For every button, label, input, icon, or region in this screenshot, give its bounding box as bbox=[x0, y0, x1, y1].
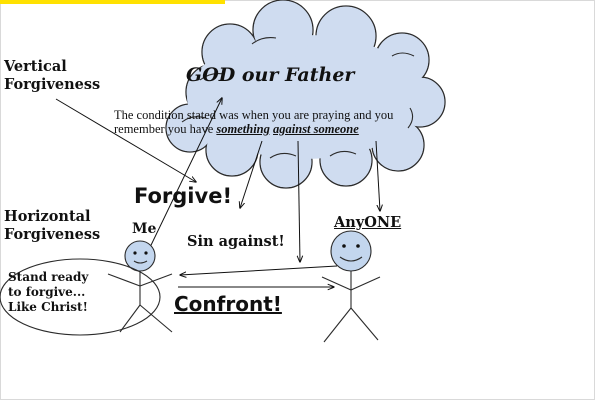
me-to-god-arrow bbox=[139, 98, 222, 269]
me-label: Me bbox=[132, 221, 157, 237]
confront-label: Confront! bbox=[174, 292, 282, 316]
sin-against-label: Sin against! bbox=[187, 233, 285, 250]
arrows bbox=[55, 98, 380, 287]
forgive-label: Forgive! bbox=[134, 184, 233, 208]
horizontal-forgiveness-label: Horizontal Forgiveness bbox=[4, 208, 100, 244]
stand-ready-note: Stand ready to forgive... Like Christ! bbox=[8, 270, 88, 315]
condition-line-1: The condition stated was when you are pr… bbox=[114, 108, 394, 122]
horizontal-label-line-2: Forgiveness bbox=[4, 226, 101, 243]
vertical-forgiveness-label: Vertical Forgiveness bbox=[4, 58, 100, 94]
condition-emphasis-against-someone: against someone bbox=[273, 122, 359, 136]
vertical-forgiveness-arrow bbox=[55, 98, 196, 182]
stand-ready-line-3: Like Christ! bbox=[8, 300, 88, 314]
condition-emphasis-something: something bbox=[216, 122, 270, 136]
cloud-title: GOD our Father bbox=[186, 64, 355, 86]
vertical-label-line-2: Forgiveness bbox=[4, 76, 101, 93]
condition-line-2: remember you have something against some… bbox=[114, 122, 393, 136]
vertical-label-line-1: Vertical bbox=[4, 58, 67, 75]
anyone-label: AnyONE bbox=[334, 214, 402, 231]
stand-ready-line-2: to forgive... bbox=[8, 285, 86, 299]
stick-figure-anyone bbox=[321, 230, 381, 343]
sin-against-me-arrow bbox=[180, 265, 338, 275]
cloud-fill bbox=[166, 0, 445, 188]
something-to-forgive-arrow bbox=[240, 140, 263, 208]
stand-ready-oval bbox=[0, 258, 161, 336]
top-accent-bar bbox=[0, 0, 225, 4]
condition-statement: The condition stated was when you are pr… bbox=[114, 108, 393, 136]
stand-ready-line-1: Stand ready bbox=[8, 270, 89, 284]
horizontal-label-line-1: Horizontal bbox=[4, 208, 91, 225]
cloud-inner-curves bbox=[181, 37, 415, 159]
someone-to-anyone-arrow bbox=[375, 140, 380, 211]
stick-figure-me bbox=[107, 240, 173, 333]
against-to-sin-arrow bbox=[298, 140, 300, 262]
condition-line-2-prefix: remember you have bbox=[114, 122, 217, 136]
